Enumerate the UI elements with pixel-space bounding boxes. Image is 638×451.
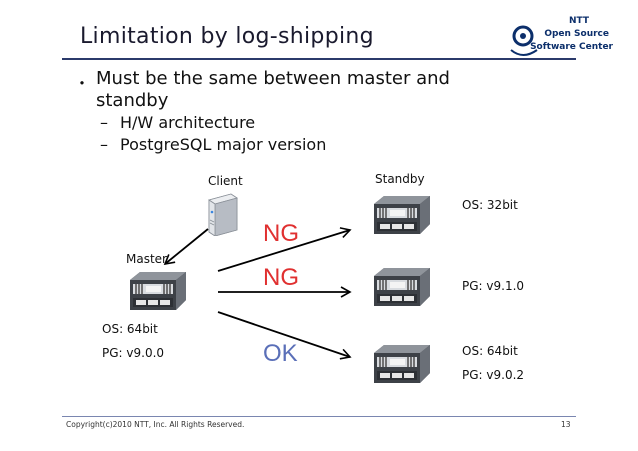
dash-marker: – (100, 135, 108, 154)
standby-server-2-icon (374, 268, 430, 306)
master-os: OS: 64bit (102, 322, 158, 336)
subbullet-pg-version: –PostgreSQL major version (100, 135, 326, 155)
logo-line-2: Open Source (544, 29, 609, 39)
ntt-logo-icon (510, 25, 538, 56)
main-bullet: Must be the same between master and stan… (96, 68, 450, 111)
slide-title: Limitation by log-shipping (80, 24, 374, 49)
result-standby-1: NG (263, 220, 299, 247)
bullet-marker: ・ (74, 74, 91, 93)
standby-3-os: OS: 64bit (462, 344, 518, 358)
page-number: 13 (561, 420, 571, 429)
standby-server-1-icon (374, 196, 430, 234)
master-to-standby3-arrow (217, 311, 352, 360)
standby-server-3-icon (374, 345, 430, 383)
client-label: Client (208, 174, 243, 188)
master-pg: PG: v9.0.0 (102, 346, 165, 360)
title-underline (62, 58, 576, 60)
master-to-standby1-arrow (217, 227, 352, 272)
client-to-master-arrow (163, 228, 209, 266)
subbullet-text: PostgreSQL major version (120, 135, 327, 154)
standby-2-pg: PG: v9.1.0 (462, 279, 525, 293)
standby-label: Standby (375, 172, 425, 186)
result-standby-2: NG (263, 264, 299, 291)
result-standby-3: OK (263, 340, 298, 367)
client-server-icon (208, 193, 238, 236)
subbullet-text: H/W architecture (120, 113, 256, 132)
master-label: Master (126, 252, 167, 266)
master-server-icon (130, 272, 186, 310)
logo-line-1: NTT (568, 16, 589, 26)
subbullet-hw: –H/W architecture (100, 113, 255, 133)
footer-divider (62, 416, 576, 417)
dash-marker: – (100, 113, 108, 132)
standby-1-os: OS: 32bit (462, 198, 518, 212)
standby-3-pg: PG: v9.0.2 (462, 368, 525, 382)
copyright-footer: Copyright(c)2010 NTT, Inc. All Rights Re… (66, 420, 245, 429)
ntt-oss-logo: NTT Open Source Software Center (505, 16, 615, 60)
logo-line-3: Software Center (530, 42, 613, 52)
